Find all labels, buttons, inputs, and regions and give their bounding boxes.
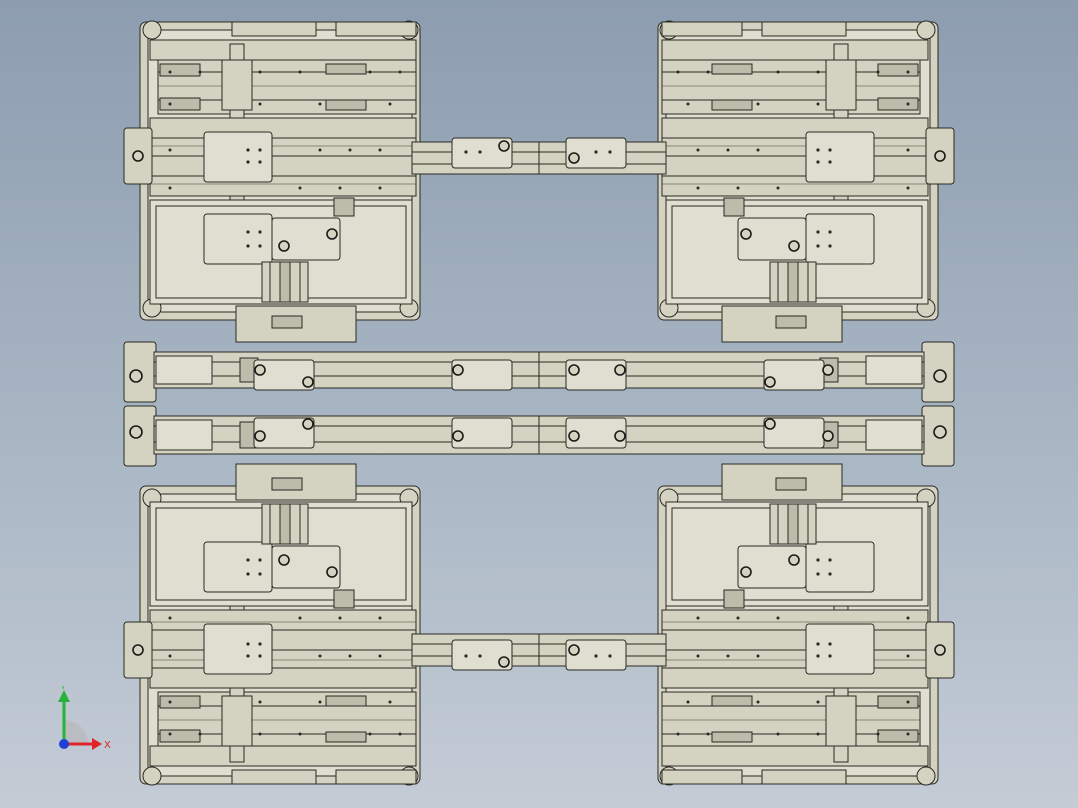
carriage-module-top-right[interactable] (657, 20, 955, 343)
upper-linear-rail[interactable] (123, 341, 955, 403)
triad-arc (64, 720, 88, 744)
z-axis-dot (59, 739, 69, 749)
bottom-connecting-beam[interactable] (411, 633, 667, 671)
carriage-module-top-left[interactable] (123, 20, 421, 343)
y-axis-arrow (58, 690, 70, 702)
carriage-module-bottom-left[interactable] (123, 463, 421, 786)
carriage-module-bottom-right[interactable] (657, 463, 955, 786)
top-connecting-beam[interactable] (411, 137, 667, 175)
lower-linear-rail[interactable] (123, 405, 955, 467)
x-axis-label: X (104, 740, 111, 751)
x-axis-arrow (92, 738, 102, 750)
axis-triad: Y X (58, 686, 111, 751)
y-axis-label: Y (59, 686, 67, 692)
